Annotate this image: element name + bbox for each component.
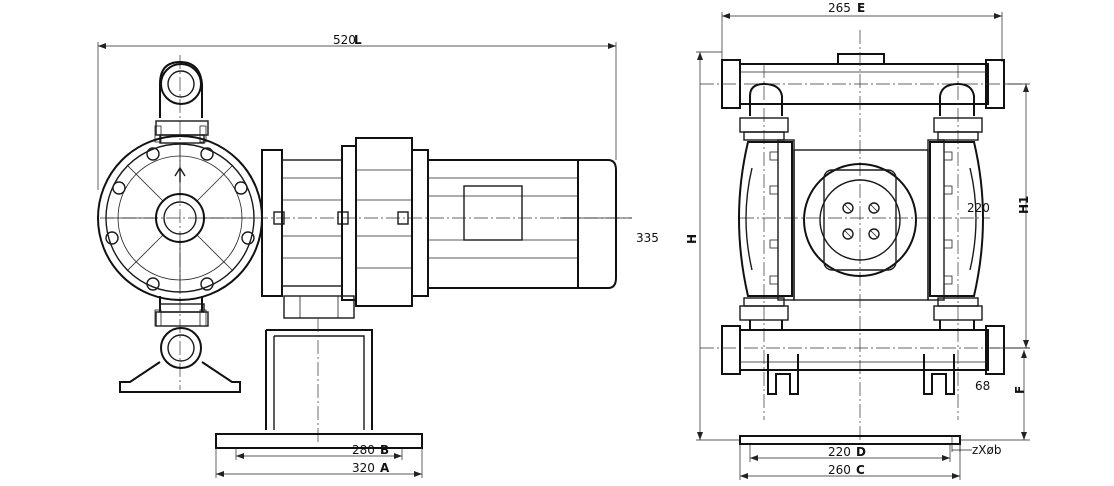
left-pump-chamber: [738, 82, 795, 330]
top-outlet-port: [154, 60, 209, 144]
dimension-E: 265 E: [721, 1, 1003, 62]
dim-F-letter: F: [1013, 386, 1027, 394]
front-view: 265 E H: [685, 1, 1031, 480]
dim-68-value: 68: [975, 379, 990, 393]
dim-220-mid: 220: [967, 201, 990, 215]
dimension-H: H: [685, 51, 740, 441]
dim-L-letter: L: [354, 33, 362, 47]
center-body: [793, 149, 929, 301]
bottom-manifold: [721, 325, 1005, 375]
dimension-L: 520 L: [97, 33, 617, 190]
hole-label: zXøb: [972, 443, 1001, 457]
dim-H-letter: H: [685, 234, 699, 244]
dim-C-letter: C: [856, 463, 865, 477]
dim-height-value: 335: [636, 231, 659, 245]
dim-A-value: 320: [352, 461, 375, 475]
coupling-housing: [261, 137, 429, 307]
dim-B-value: 280: [352, 443, 375, 457]
dimension-A: 320 A: [215, 448, 423, 478]
hole-callout: zXøb: [951, 436, 1001, 457]
dimension-F: 68 F: [960, 347, 1030, 441]
dimension-H1: H1: [1004, 83, 1031, 349]
dim-E-letter: E: [857, 1, 865, 15]
front-base-plate: [739, 435, 961, 445]
bottom-inlet-port: [154, 296, 209, 369]
side-view: 520 L 335: [97, 33, 659, 478]
dim-D-letter: D: [856, 445, 866, 459]
support-bracket: [215, 295, 423, 449]
terminal-box: [463, 185, 523, 241]
pump-foot: [119, 361, 241, 393]
electric-motor: [427, 159, 617, 289]
dim-H1-letter: H1: [1017, 196, 1031, 214]
dim-A-letter: A: [380, 461, 390, 475]
front-feet: [767, 354, 955, 395]
dimension-C: 260 C: [739, 444, 961, 480]
dim-E-value: 265: [828, 1, 851, 15]
dim-C-value: 260: [828, 463, 851, 477]
dim-D-value: 220: [828, 445, 851, 459]
pump-housing: [97, 135, 263, 301]
dim-B-letter: B: [380, 443, 389, 457]
dimension-B: 280 B: [235, 443, 403, 460]
dim-L-value: 520: [333, 33, 356, 47]
dimension-D: 220 D: [749, 444, 951, 462]
